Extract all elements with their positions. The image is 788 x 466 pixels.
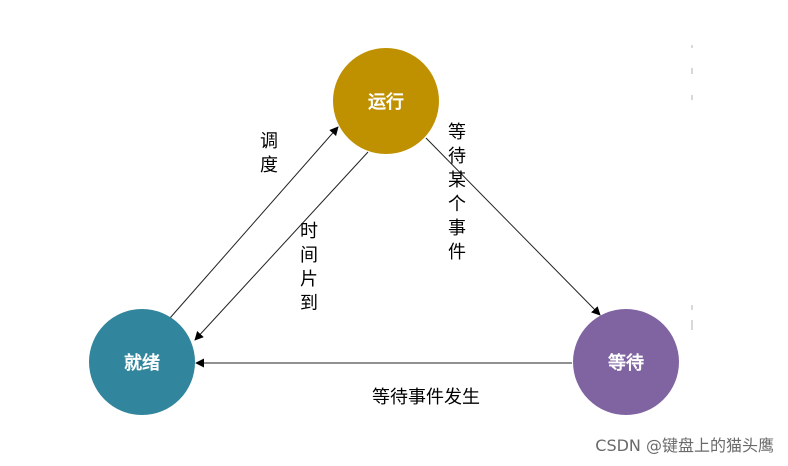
- watermark: CSDN @键盘上的猫头鹰: [595, 436, 774, 455]
- edge-event-occurs-label: 等待事件发生: [372, 387, 480, 408]
- node-ready-circle: [89, 309, 195, 415]
- node-ready-label: 就绪: [124, 352, 160, 374]
- edge-schedule-arrow: [169, 126, 339, 319]
- node-running-label: 运行: [368, 91, 404, 113]
- node-waiting-circle: [573, 309, 679, 415]
- node-running: 运行: [333, 48, 439, 154]
- edge-timeslice-arrow: [194, 151, 369, 341]
- node-waiting-label: 等待: [608, 352, 644, 374]
- node-waiting: 等待: [573, 309, 679, 415]
- edge-wait-event-arrow: [425, 137, 601, 316]
- edge-wait-event-label: 等待某个事件: [448, 122, 466, 263]
- edge-timeslice-label: 时间片到: [300, 221, 318, 314]
- node-ready: 就绪: [89, 309, 195, 415]
- node-running-circle: [333, 48, 439, 154]
- edge-schedule-label: 调度: [260, 131, 278, 176]
